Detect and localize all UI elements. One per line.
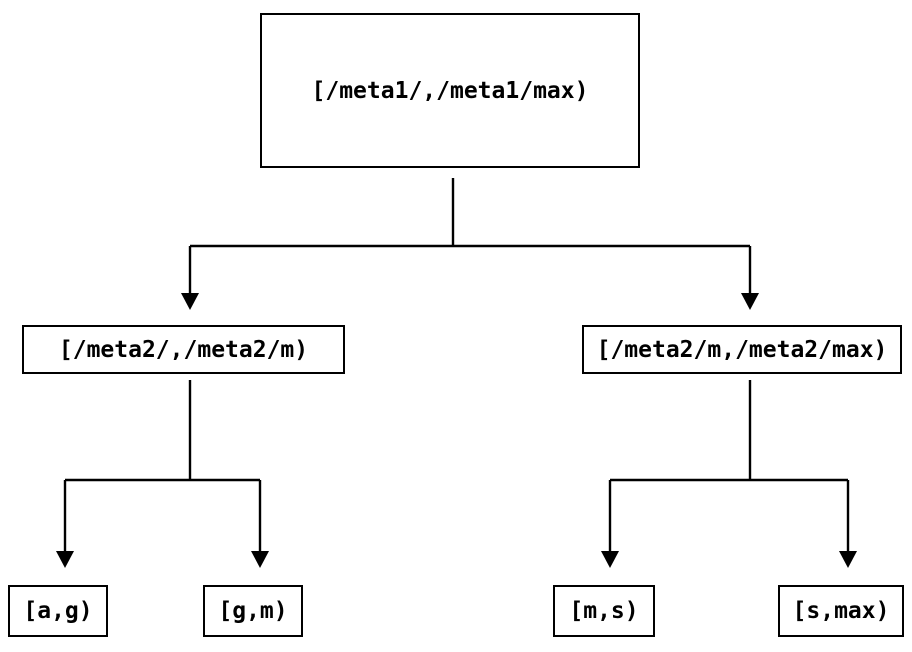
arrowhead-root-left [181,293,199,310]
node-root: [/meta1/,/meta1/max) [260,13,640,168]
node-leaf-smax-label: [s,max) [792,598,890,624]
node-leaf-ag-label: [a,g) [23,598,93,624]
node-leaf-gm: [g,m) [203,585,303,637]
node-leaf-smax: [s,max) [778,585,904,637]
arrowhead-leaf-ms [601,551,619,568]
node-leaf-gm-label: [g,m) [218,598,288,624]
arrowhead-leaf-gm [251,551,269,568]
arrowhead-root-right [741,293,759,310]
node-level2-right: [/meta2/m,/meta2/max) [582,325,902,374]
arrowhead-leaf-ag [56,551,74,568]
arrowhead-leaf-smax [839,551,857,568]
node-leaf-ag: [a,g) [8,585,108,637]
node-leaf-ms: [m,s) [553,585,655,637]
node-level2-left-label: [/meta2/,/meta2/m) [58,336,309,363]
node-level2-left: [/meta2/,/meta2/m) [22,325,345,374]
node-leaf-ms-label: [m,s) [569,598,639,624]
node-root-label: [/meta1/,/meta1/max) [311,77,589,104]
node-level2-right-label: [/meta2/m,/meta2/max) [596,336,888,363]
